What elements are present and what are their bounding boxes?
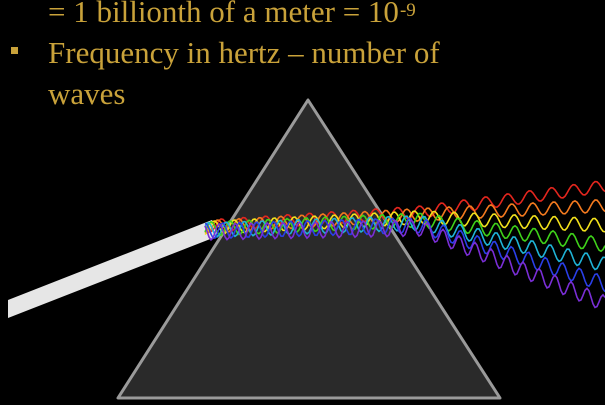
spectrum-wave	[204, 215, 605, 271]
definition-text: = 1 billionth of a meter = 10	[48, 0, 399, 29]
spectrum-wave	[204, 199, 605, 235]
bullet-text-line-2: waves	[48, 76, 126, 111]
square-bullet-icon	[11, 47, 18, 54]
bullet-text-line-1: Frequency in hertz – number of	[48, 35, 440, 70]
spectrum-wave	[204, 219, 605, 309]
exponent-text: -9	[399, 0, 416, 21]
white-light-beam	[8, 220, 218, 318]
spectrum-waves	[204, 180, 605, 309]
prism-shape	[116, 98, 502, 400]
definition-line: = 1 billionth of a meter = 10-9	[48, 0, 416, 35]
